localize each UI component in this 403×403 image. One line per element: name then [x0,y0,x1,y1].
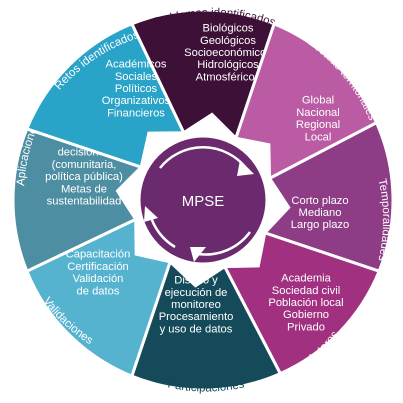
segment-item-validaciones: de datos [77,285,120,297]
segment-item-participaciones: ejecución de [165,287,228,299]
segment-item-retos: Organizativos [102,95,171,107]
center-label: MPSE [182,193,225,210]
segment-item-retos: Sociales [115,71,158,83]
segment-item-retos: Políticos [115,83,158,95]
segments-layer: Problemas identificadosBiológicosGeológi… [11,7,395,394]
segment-item-participaciones: y uso de datos [160,323,233,335]
segment-item-problemas: Biológicos [203,23,254,35]
segment-item-aplicaciones: (comunitaria, [52,159,117,171]
segment-item-retos: Académicos [106,59,167,71]
segment-item-participaciones: Procesamiento [159,311,234,323]
segment-item-escalas: Regional [296,119,340,131]
segment-title-temporalidades: Temporalidades [375,178,392,263]
segment-item-temporalidades: Corto plazo [291,195,348,207]
segment-item-aplicaciones: política pública) [45,171,123,183]
segment-item-retos: Financieros [107,107,165,119]
segment-item-validaciones: Capacitación [66,249,131,261]
segment-item-actores: Población local [268,297,343,309]
segment-item-aplicaciones: Metas de [61,183,107,195]
segment-item-actores: Academia [281,273,332,285]
segment-item-escalas: Local [305,131,332,143]
center-disc [137,134,269,266]
segment-item-temporalidades: Largo plazo [291,219,349,231]
segment-item-validaciones: Certificación [67,261,129,273]
segment-item-actores: Gobierno [283,309,329,321]
cycle-arrowhead-left [144,206,158,222]
cycle-arrowhead-bottom [190,247,206,262]
center-hub: MPSE [137,134,269,266]
segment-title-participaciones: Participaciones [167,378,246,394]
segment-item-actores: Sociedad civil [272,285,340,297]
segment-item-problemas: Atmosféricos [196,71,261,83]
segment-item-escalas: Global [302,95,334,107]
segment-item-aplicaciones: sustentabilidad [47,196,122,208]
segment-item-problemas: Socioeconómicos [184,47,272,59]
segment-item-temporalidades: Mediano [299,207,342,219]
segment-shape-retos [24,21,187,170]
cycle-arrowhead-right [237,160,254,176]
segment-item-validaciones: Validación [73,273,124,285]
segment-item-escalas: Nacional [296,107,340,119]
segment-item-problemas: Geológicos [200,35,256,47]
segment-item-participaciones: monitoreo [171,299,221,311]
segment-item-participaciones: Diseño y [174,275,218,287]
segment-item-actores: Privado [287,321,325,333]
segment-item-problemas: Hidrológicos [197,59,259,71]
